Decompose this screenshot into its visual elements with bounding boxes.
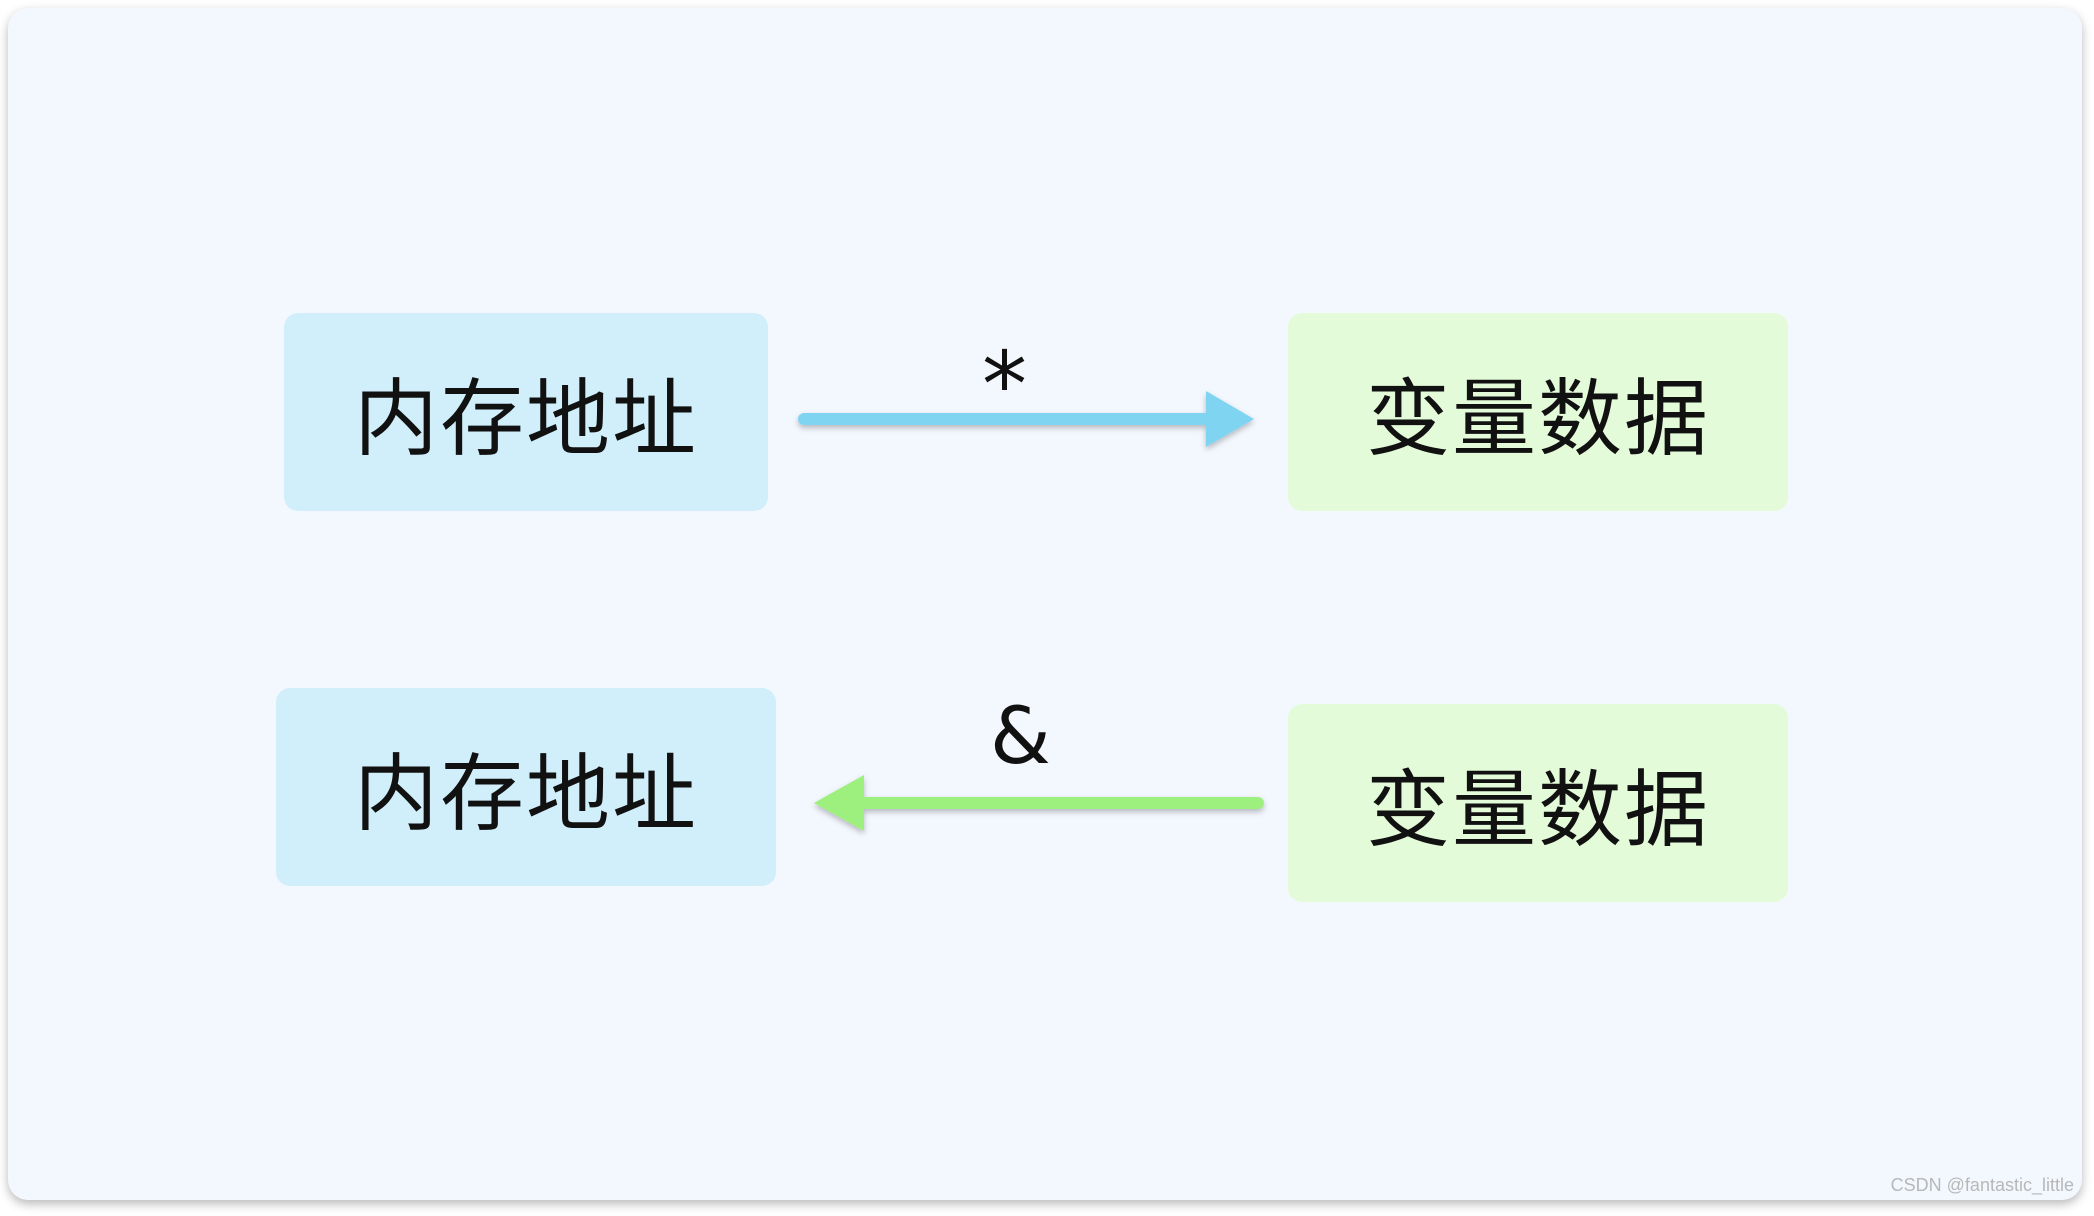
address-of-operator: & [990, 692, 1051, 782]
watermark-text: CSDN @fantastic_little [1890, 1175, 2074, 1195]
memory-address-box: 内存地址 [276, 688, 776, 886]
deref-arrow [798, 391, 1254, 447]
memory-address-label: 内存地址 [353, 369, 698, 468]
address-of-arrow [814, 775, 1264, 831]
memory-address-label: 内存地址 [353, 744, 698, 843]
variable-data-box: 变量数据 [1288, 313, 1788, 511]
variable-data-label: 变量数据 [1365, 369, 1710, 468]
dereference-operator: * [982, 333, 1027, 438]
diagram-canvas: 内存地址 * 变量数据 内存地址 & 变量数据 CSDN @fantastic_… [8, 8, 2082, 1200]
arrows-layer [798, 391, 1264, 831]
variable-data-box: 变量数据 [1288, 704, 1788, 902]
memory-address-box: 内存地址 [284, 313, 768, 511]
variable-data-label: 变量数据 [1365, 760, 1710, 859]
